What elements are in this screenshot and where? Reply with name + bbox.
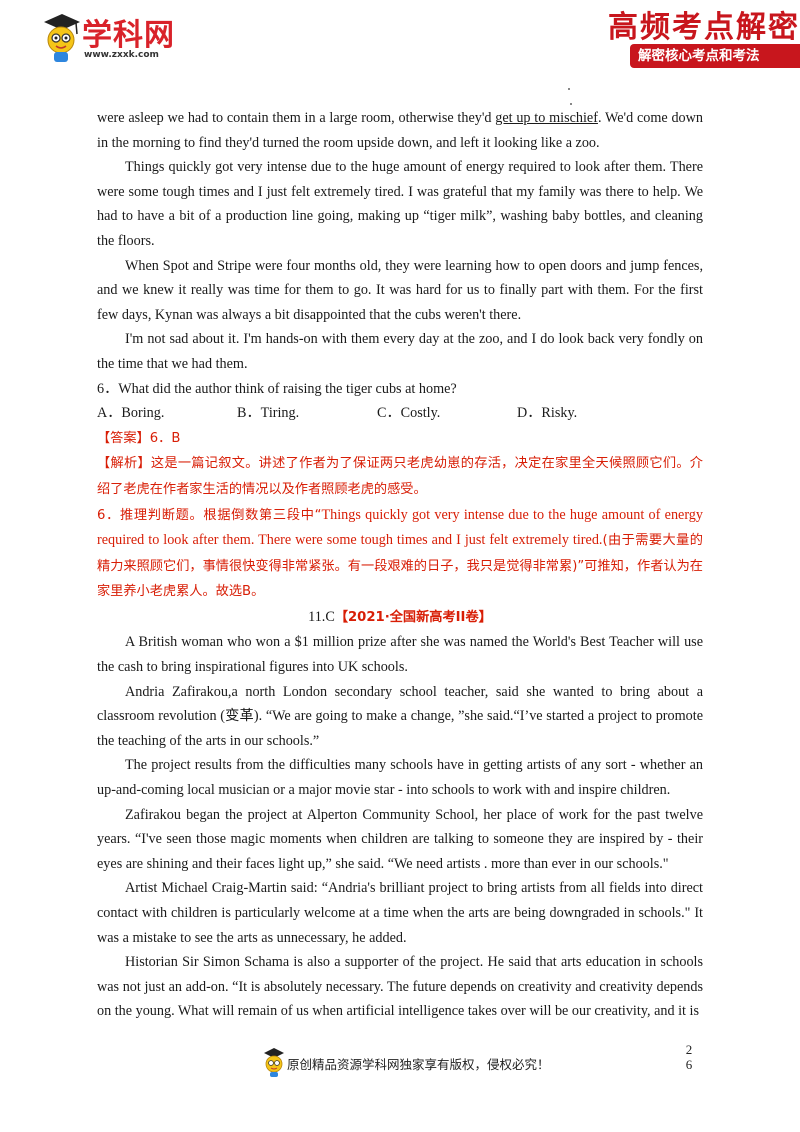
- option-d: D．Risky.: [517, 405, 578, 422]
- page-footer: 原创精品资源学科网独家享有版权，侵权必究！: [0, 1040, 800, 1080]
- document-body: were asleep we had to contain them in a …: [97, 106, 703, 1024]
- analysis: 【解析】这是一篇记叙文。讲述了作者为了保证两只老虎幼崽的存活，决定在家里全天候照…: [97, 451, 703, 502]
- paragraph: Historian Sir Simon Schama is also a sup…: [97, 954, 703, 1020]
- brand-title: 高频考点解密: [608, 10, 800, 45]
- paragraph: When Spot and Stripe were four months ol…: [97, 257, 703, 323]
- answer-text: 【答案】6．B: [97, 430, 181, 446]
- answer-options: A．Boring. B．Tiring. C．Costly. D．Risky.: [97, 401, 703, 426]
- section-source-wrap: 【2021·全国新高考II卷】: [335, 609, 492, 625]
- paragraph: I'm not sad about it. I'm hands-on with …: [97, 331, 703, 372]
- paragraph: Zafirakou began the project at Alperton …: [97, 806, 703, 872]
- section-source: 【2021·全国新高考II卷】: [334, 609, 492, 625]
- option-c: C．Costly.: [377, 405, 441, 422]
- logo-url: www.zxxk.com: [84, 50, 159, 60]
- page-number: 2 6: [683, 1042, 695, 1072]
- mascot-icon: [44, 14, 80, 62]
- brand-subtitle: 解密核心考点和考法: [630, 44, 800, 68]
- page-number-top: 2: [685, 1042, 693, 1057]
- paragraph: A British woman who won a $1 million pri…: [97, 634, 703, 676]
- section-heading: 11.C【2021·全国新高考II卷】: [97, 605, 703, 631]
- analysis-text: 【解析】这是一篇记叙文。讲述了作者为了保证两只老虎幼崽的存活，决定在家里全天候照…: [97, 456, 703, 497]
- paragraph: Things quickly got very intense due to t…: [97, 159, 703, 249]
- reasoning-quote: Things quickly got very intense due to t…: [97, 506, 703, 549]
- reasoning-prefix: 6．推理判断题。根据倒数第三段中“: [97, 507, 322, 523]
- text-run: were asleep we had to contain them in a …: [97, 110, 496, 126]
- page-number-bottom: 6: [685, 1057, 693, 1072]
- option-b: B．Tiring.: [237, 405, 300, 422]
- paragraph: The project results from the difficultie…: [97, 757, 703, 799]
- section-number: 11.C: [308, 608, 335, 625]
- speck-mark: [568, 88, 570, 90]
- paragraph: Artist Michael Craig-Martin said: “Andri…: [97, 880, 703, 946]
- site-logo[interactable]: 学科网 www.zxxk.com: [40, 8, 200, 68]
- paragraph: Andria Zafirakou,a north London secondar…: [97, 683, 703, 749]
- mascot-icon: [264, 1048, 284, 1077]
- text-run: . We'd come down in the morning to find …: [97, 110, 703, 151]
- option-a: A．Boring.: [97, 405, 165, 422]
- page-header: 学科网 www.zxxk.com 高频考点解密 解密核心考点和考法: [0, 0, 800, 80]
- reasoning-suffix: (由于需要大量的精力来照顾它们，事情很快变得非常紧张。有一段艰难的日子，我只是觉…: [97, 533, 703, 600]
- paragraph: were asleep we had to contain them in a …: [97, 106, 703, 155]
- question-stem: 6．What did the author think of raising t…: [97, 380, 457, 397]
- underlined-phrase: get up to mischief: [495, 110, 598, 126]
- reasoning: 6．推理判断题。根据倒数第三段中“Things quickly got very…: [97, 503, 703, 605]
- speck-mark: [570, 103, 572, 105]
- answer-line: 【答案】6．B: [97, 426, 703, 452]
- logo-text: 学科网: [82, 18, 175, 53]
- copyright-notice: 原创精品资源学科网独家享有版权，侵权必究！: [287, 1057, 550, 1072]
